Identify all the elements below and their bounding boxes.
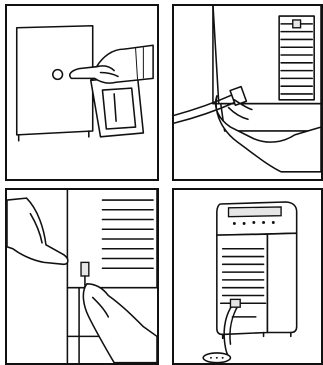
unit-side-panel xyxy=(17,26,93,135)
panel-connect-hose xyxy=(5,188,159,365)
panel-drain-setup xyxy=(172,188,323,365)
rear-grille xyxy=(279,16,314,100)
floor-drain-icon xyxy=(203,353,230,363)
remove-bucket-illustration xyxy=(7,6,157,179)
panel-remove-bucket xyxy=(5,4,159,181)
hose-connector-icon xyxy=(81,262,89,276)
drain-setup-illustration xyxy=(174,190,321,363)
dehumidifier-icon xyxy=(217,202,297,338)
hand-icon xyxy=(7,198,68,264)
panel-attach-hose xyxy=(172,4,323,181)
attach-hose-illustration xyxy=(174,6,321,179)
hand-icon xyxy=(83,284,157,363)
bucket-latch-icon xyxy=(53,70,63,80)
connect-hose-illustration xyxy=(7,190,157,363)
